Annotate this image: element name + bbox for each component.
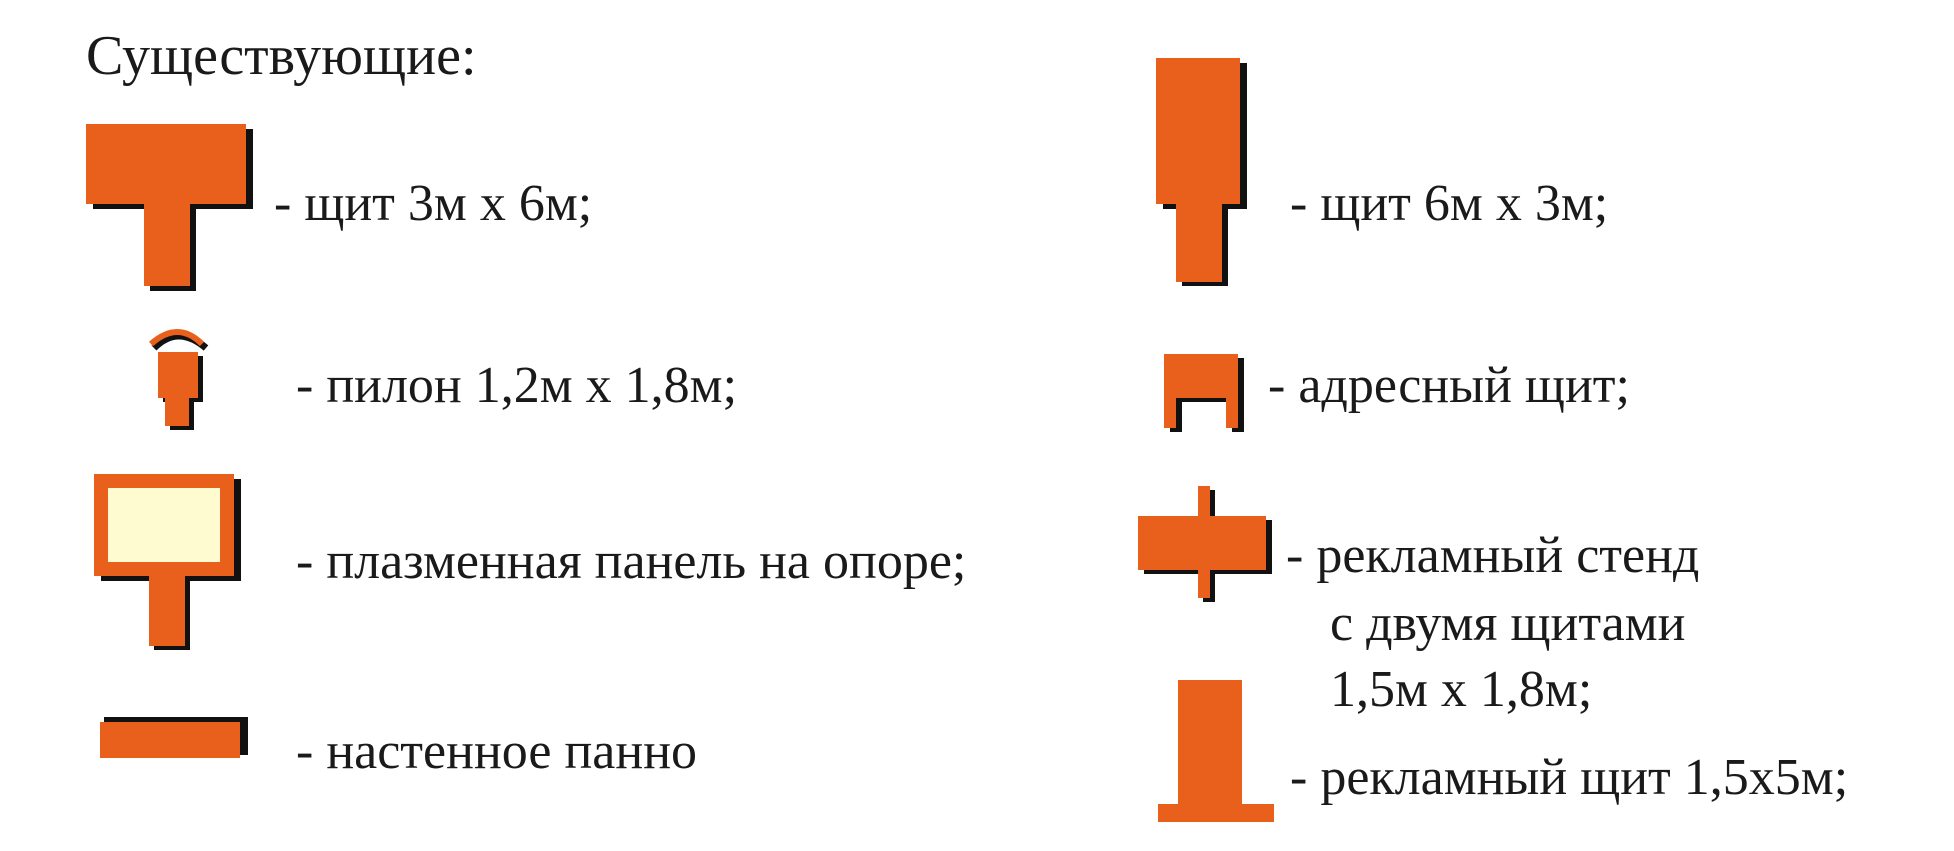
legend-label-address-board: - адресный щит; xyxy=(1268,357,1630,414)
legend-title: Существующие: xyxy=(86,25,477,87)
address-board-icon xyxy=(1164,354,1248,434)
billboard-vertical-icon xyxy=(1156,58,1252,288)
legend-label-pylon: - пилон 1,2м х 1,8м; xyxy=(296,357,738,414)
double-stand-icon xyxy=(1138,484,1278,604)
legend-label-billboard-3x6: - щит 3м х 6м; xyxy=(274,175,593,232)
plasma-panel-icon xyxy=(94,474,244,654)
pylon-icon xyxy=(148,320,218,430)
legend-label-ad-stand-line1: - рекламный стенд xyxy=(1286,527,1700,584)
billboard-horizontal-icon xyxy=(86,124,253,291)
legend-label-ad-stand-line2: с двумя щитами xyxy=(1330,595,1686,652)
legend-label-wall-panel: - настенное панно xyxy=(296,723,698,780)
legend-label-ad-board: - рекламный щит 1,5х5м; xyxy=(1290,749,1849,806)
legend-label-plasma-panel: - плазменная панель на опоре; xyxy=(296,533,967,590)
ad-board-icon xyxy=(1158,680,1278,825)
legend-label-billboard-6x3: - щит 6м х 3м; xyxy=(1290,175,1609,232)
wall-panel-icon xyxy=(100,717,250,764)
legend-label-ad-stand-line3: 1,5м х 1,8м; xyxy=(1330,661,1593,718)
